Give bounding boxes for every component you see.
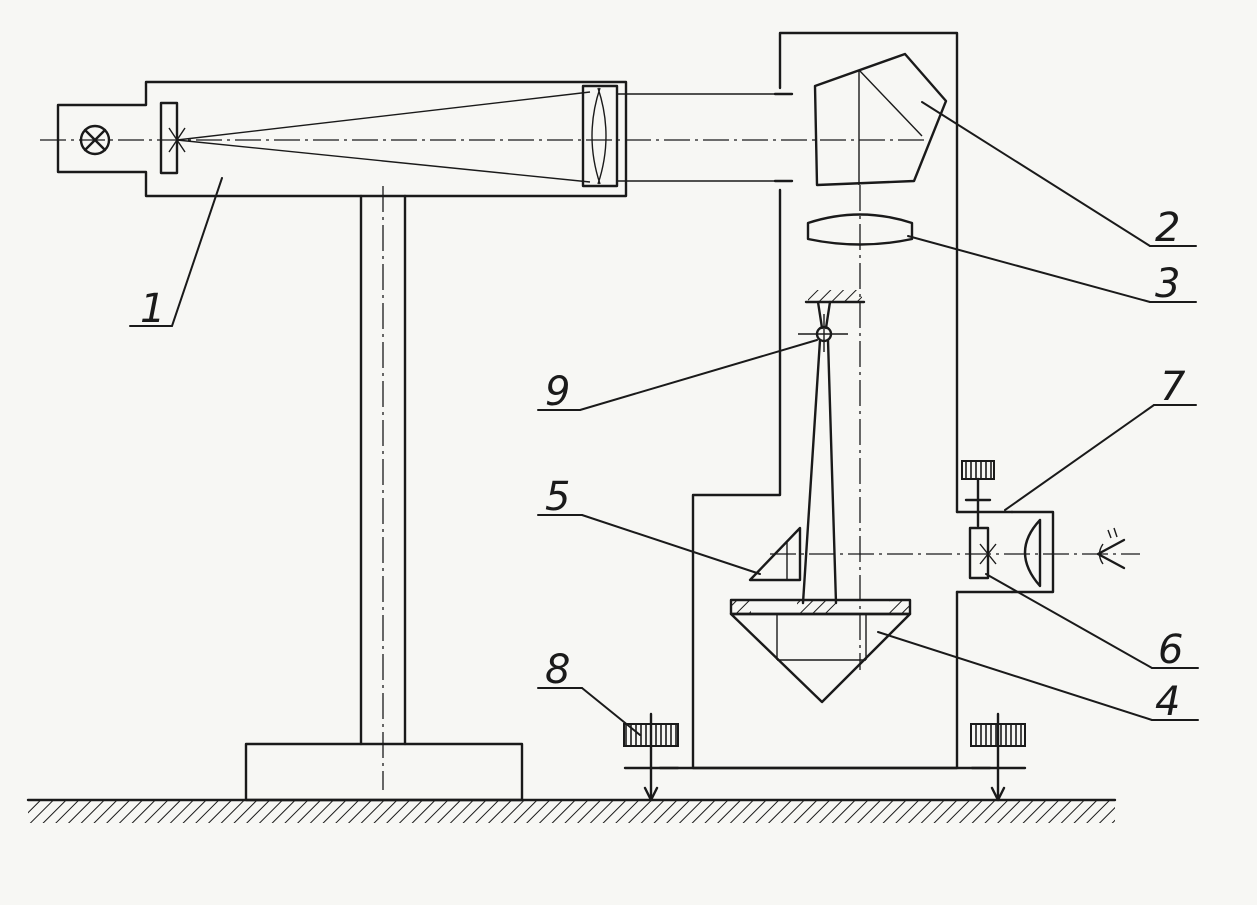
- label-8: 8: [545, 647, 570, 693]
- stand: [244, 186, 524, 802]
- eye-icon: [1096, 527, 1126, 570]
- leveling-screw-right: [970, 712, 1027, 802]
- label-4: 4: [1155, 679, 1180, 725]
- objective-lens: [581, 84, 619, 188]
- leveling-screw-left: [623, 712, 680, 802]
- label-6: 6: [1158, 627, 1183, 673]
- label-7: 7: [1160, 364, 1186, 410]
- pendulum-cone: [729, 598, 912, 704]
- ground: [26, 798, 1117, 823]
- label-9: 9: [545, 369, 570, 415]
- field-lens: [806, 213, 914, 246]
- label-2: 2: [1155, 205, 1180, 251]
- label-1: 1: [140, 286, 165, 332]
- pentaprism: [813, 52, 948, 187]
- eyepiece-assembly: [961, 460, 1126, 594]
- instrument-housing: [691, 31, 1014, 770]
- pivot-suspension: [798, 290, 866, 605]
- slit-plate: [159, 101, 179, 175]
- leader-lines: [129, 101, 1199, 736]
- label-3: 3: [1155, 261, 1180, 307]
- collimator-tube: [56, 80, 628, 198]
- label-5: 5: [545, 474, 570, 520]
